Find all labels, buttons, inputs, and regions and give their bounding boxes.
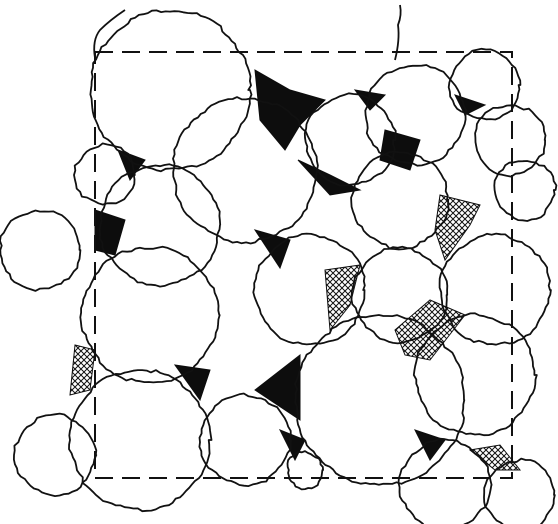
particle-outline [440, 234, 551, 345]
solid-pore [255, 355, 300, 420]
particle-outline [494, 161, 556, 221]
particle-outline [80, 247, 219, 383]
solid-pore [255, 70, 325, 150]
hatched-pore [70, 345, 95, 395]
particle-outline [449, 49, 521, 120]
particle-outline [475, 105, 545, 176]
particle-outline [69, 370, 212, 511]
solid-pore [415, 430, 445, 460]
stray-edge [94, 10, 125, 58]
particle-outline [0, 211, 80, 291]
solid-pore [455, 95, 485, 115]
particle-outline [90, 10, 251, 171]
particle-outline [199, 394, 291, 487]
solid-pore-group [95, 70, 485, 460]
solid-pore [298, 160, 360, 195]
